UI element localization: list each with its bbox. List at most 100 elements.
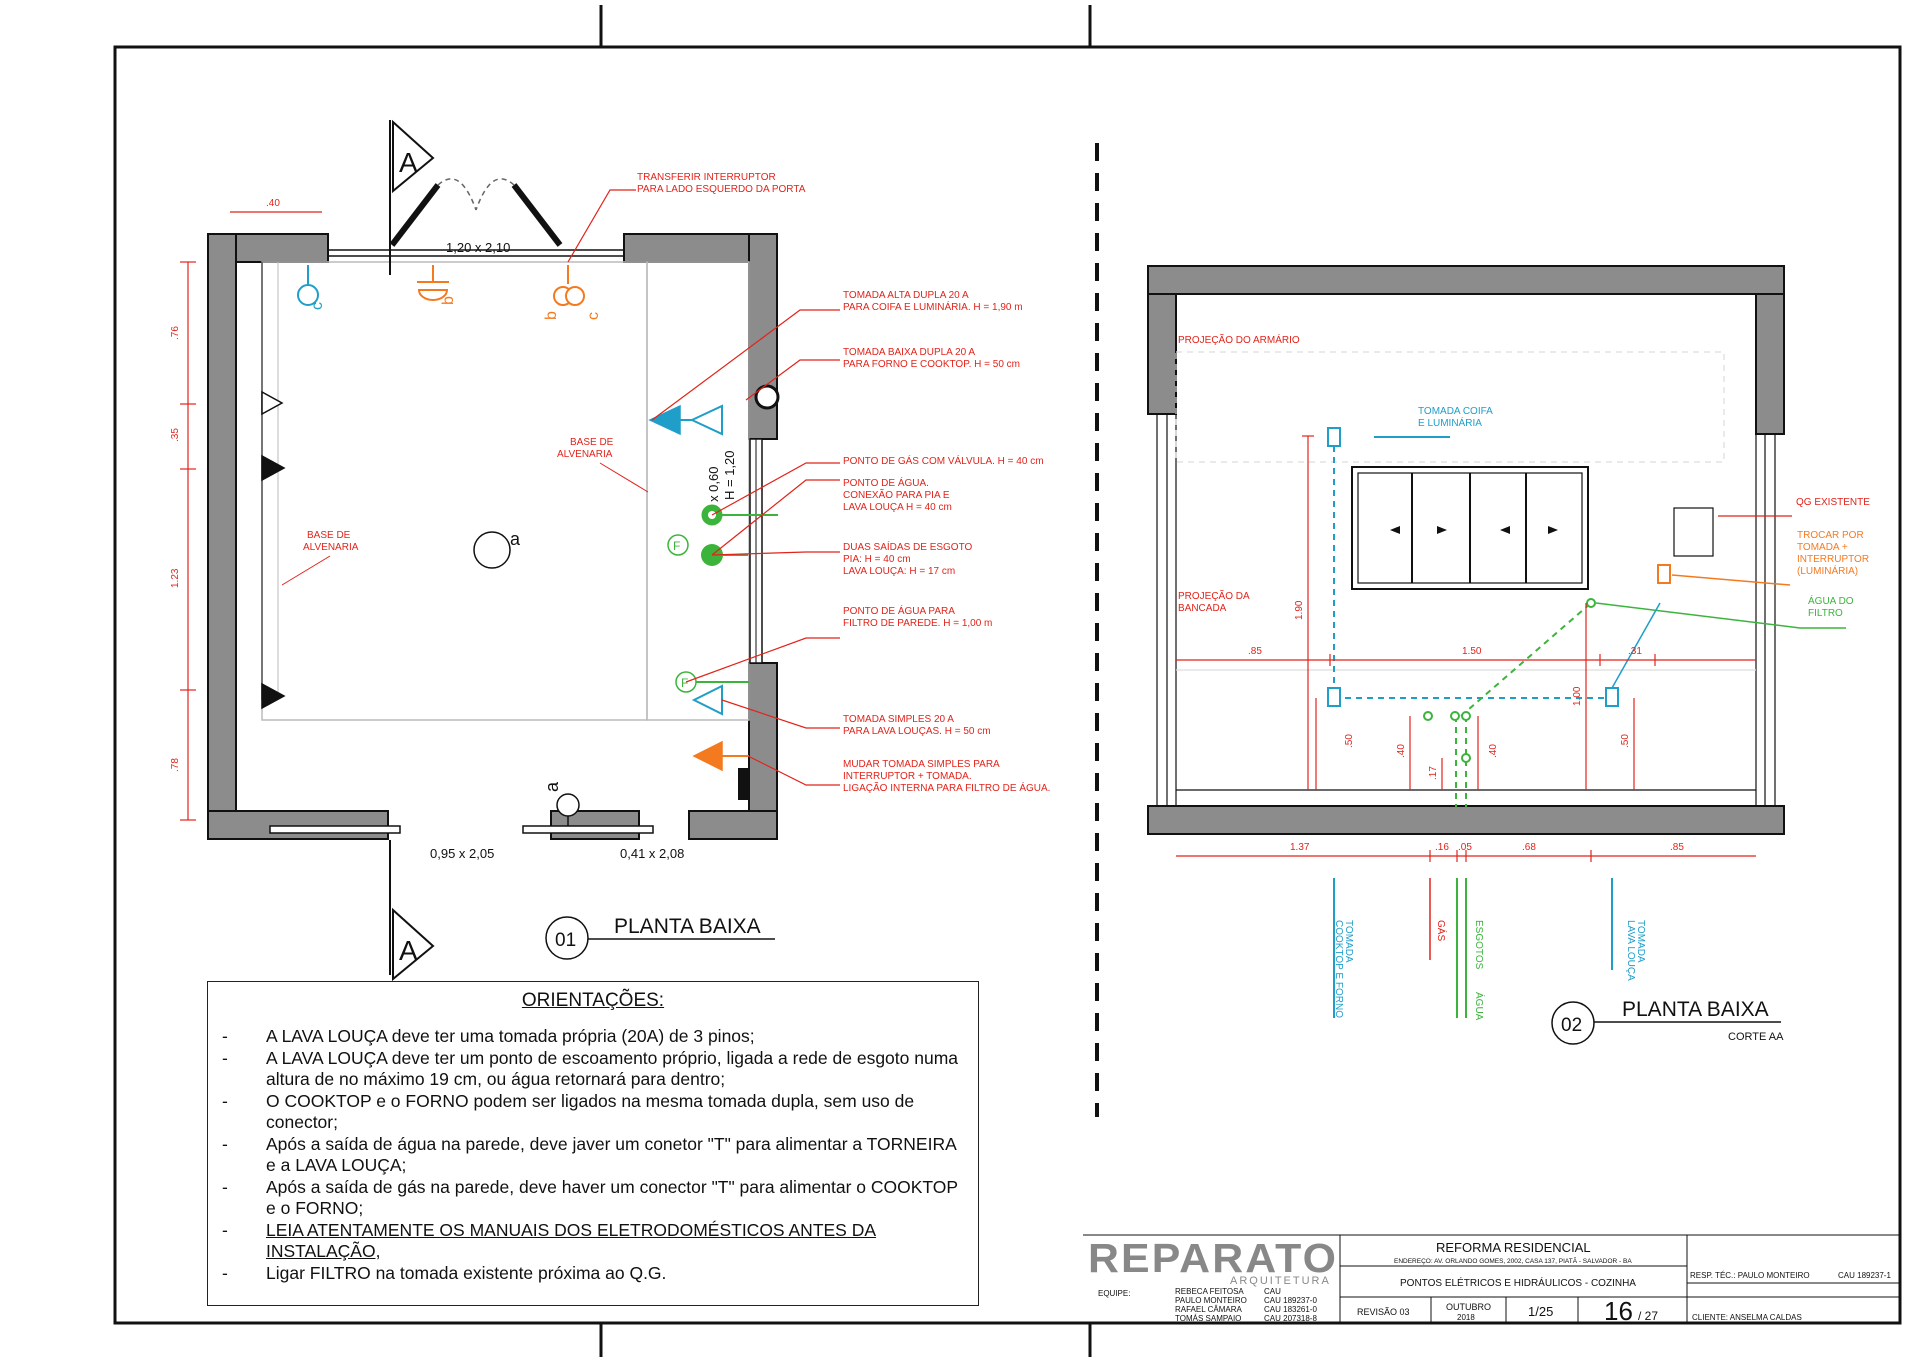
label-agua-filtro-2: FILTRO: [1808, 608, 1843, 619]
page-total: / 27: [1638, 1309, 1658, 1323]
outlet-left-2: [261, 454, 286, 482]
label-armario: PROJEÇÃO DO ARMÁRIO: [1178, 333, 1300, 346]
switch-bc: b c: [543, 265, 602, 320]
team-name-1: REBECA FEITOSA: [1175, 1287, 1244, 1296]
window-corte: [1351, 466, 1589, 590]
resp-cau: CAU 189237-1: [1838, 1271, 1891, 1280]
plan-01-title: PLANTA BAIXA: [614, 915, 761, 938]
note-agua-3: LAVA LOUÇA H = 40 cm: [843, 502, 952, 513]
note-filtro-2: FILTRO DE PAREDE. H = 1,00 m: [843, 618, 992, 629]
plan-01: A A .40 .76 .35 1.23 .78 1,20 x 2,10 0,9…: [170, 119, 1050, 982]
light-point-a: [473, 531, 511, 569]
dim-row2-68: .68: [1522, 842, 1536, 853]
dim-h100: 1.00: [1572, 686, 1583, 706]
socket-trocar: [1657, 564, 1671, 584]
note-tomada-baixa-1: TOMADA BAIXA DUPLA 20 A: [843, 347, 975, 358]
socket-coifa: [1327, 427, 1341, 447]
label-a-center: a: [510, 529, 521, 549]
note-filtro-1: PONTO DE ÁGUA PARA: [843, 604, 955, 617]
socket-lava: [1605, 687, 1619, 707]
switch-right: [738, 768, 748, 800]
dim-row1-85: .85: [1248, 646, 1262, 657]
vlabel-lava-2: LAVA LOUÇA: [1625, 920, 1636, 981]
orientacao-item: -Após a saída de gás na parede, deve hav…: [222, 1176, 958, 1219]
orientacao-item: -A LAVA LOUÇA deve ter uma tomada própri…: [222, 1026, 755, 1046]
title-block: [1083, 1234, 1900, 1323]
note-tomada-alta-2: PARA COIFA E LUMINÁRIA. H = 1,90 m: [843, 300, 1023, 313]
plan-02-number: 02: [1561, 1015, 1582, 1036]
svg-text:F: F: [681, 676, 688, 690]
orientacao-item: -Ligar FILTRO na tomada existente próxim…: [222, 1262, 667, 1283]
label-agua-filtro-1: ÁGUA DO: [1808, 594, 1854, 607]
outlet-left-1: [261, 390, 284, 416]
label-trocar-4: (LUMINÁRIA): [1797, 564, 1858, 577]
project-address: ENDEREÇO: AV. ORLANDO GOMES, 2002, CASA …: [1394, 1256, 1632, 1265]
dim-door-bottom: 0,95 x 2,05: [430, 846, 494, 861]
dim-window-right-2: H = 1,20: [722, 450, 737, 500]
label-trocar-3: INTERRUPTOR: [1797, 554, 1869, 565]
plan-02-subtitle: CORTE AA: [1728, 1031, 1784, 1043]
note-mudar-1: MUDAR TOMADA SIMPLES PARA: [843, 759, 1000, 770]
resp-tec: RESP. TÉC.: PAULO MONTEIRO: [1690, 1271, 1810, 1280]
orientacoes-box: ORIENTAÇÕES: -A LAVA LOUÇA deve ter uma …: [207, 981, 979, 1306]
orientacoes-title: ORIENTAÇÕES:: [521, 990, 665, 1011]
section-marker-a-bottom: A: [399, 935, 418, 966]
year: 2018: [1457, 1313, 1475, 1322]
note-transferir-1: TRANSFERIR INTERRUPTOR: [637, 172, 776, 183]
dim-row2-05: .05: [1458, 842, 1472, 853]
dim-h50a: .50: [1344, 734, 1355, 748]
outlet-change: [692, 740, 723, 772]
label-bancada-2: BANCADA: [1178, 603, 1227, 614]
section-marker-bottom: A: [389, 840, 435, 982]
note-tomada-alta-1: TOMADA ALTA DUPLA 20 A: [843, 290, 969, 301]
label-trocar-1: TROCAR POR: [1797, 530, 1864, 541]
team-cau-2: CAU 189237-0: [1264, 1296, 1317, 1305]
dim-door-top: 1,20 x 2,10: [446, 240, 510, 255]
outlet-lava-loucas: [691, 684, 723, 716]
svg-text:c: c: [585, 312, 602, 320]
dim-h17: .17: [1428, 766, 1439, 780]
vlabel-cooktop-1: TOMADA: [1343, 920, 1354, 963]
note-agua-1: PONTO DE ÁGUA.: [843, 476, 929, 489]
vlabel-agua: ÁGUA: [1473, 992, 1486, 1021]
note-esgoto-2: PIA: H = 40 cm: [843, 554, 911, 565]
note-mudar-3: LIGAÇÃO INTERNA PARA FILTRO DE ÁGUA.: [843, 781, 1050, 794]
label-base-right-2: ALVENARIA: [557, 449, 613, 460]
svg-text:c: c: [309, 302, 326, 310]
note-tomada-simples-2: PARA LAVA LOUÇAS. H = 50 cm: [843, 726, 991, 737]
light-point-a-bottom: [556, 793, 580, 817]
dim-h190: 1.90: [1294, 600, 1305, 620]
note-esgoto-3: LAVA LOUÇA: H = 17 cm: [843, 566, 955, 577]
client: CLIENTE: ANSELMA CALDAS: [1692, 1313, 1802, 1322]
dim-row2-85: .85: [1670, 842, 1684, 853]
logo-subtext: ARQUITETURA: [1230, 1275, 1331, 1287]
dim-top-40: .40: [266, 198, 280, 209]
socket-cooktop: [1327, 687, 1341, 707]
sheet-border: [113, 45, 1902, 1325]
label-trocar-2: TOMADA +: [1797, 542, 1848, 553]
vlabel-cooktop-2: COOKTOP E FORNO: [1333, 920, 1344, 1018]
switch-b: b: [417, 265, 457, 305]
team-cau-3: CAU 183261-0: [1264, 1305, 1317, 1314]
plan-02: PROJEÇÃO DO ARMÁRIO PROJEÇÃO DA BANCADA …: [1147, 265, 1870, 1045]
label-base-right-1: BASE DE: [570, 437, 614, 448]
label-bancada-1: PROJEÇÃO DA: [1178, 589, 1250, 602]
dim-h50b: .50: [1620, 734, 1631, 748]
equipe-label: EQUIPE:: [1098, 1289, 1130, 1298]
note-transferir-2: PARA LADO ESQUERDO DA PORTA: [637, 184, 806, 195]
logo: REPARATO ARQUITETURA: [1088, 1235, 1338, 1287]
team-cau-1: CAU: [1264, 1287, 1281, 1296]
svg-text:b: b: [543, 311, 560, 320]
logo-text: REPARATO: [1088, 1235, 1338, 1281]
dim-left-76: .76: [170, 326, 181, 340]
dim-row1-31: .31: [1628, 646, 1642, 657]
dim-row2-16: .16: [1435, 842, 1449, 853]
team-name-2: PAULO MONTEIRO: [1175, 1296, 1247, 1305]
svg-text:b: b: [440, 296, 457, 305]
vlabel-gas: GÁS: [1435, 920, 1448, 941]
dim-h40a: .40: [1396, 744, 1407, 758]
team-name-4: TOMÁS SAMPAIO: [1175, 1314, 1241, 1323]
outlet-low-double: [689, 404, 723, 436]
team-name-3: RAFAEL CÂMARA: [1175, 1305, 1242, 1314]
label-base-left-2: ALVENARIA: [303, 542, 359, 553]
